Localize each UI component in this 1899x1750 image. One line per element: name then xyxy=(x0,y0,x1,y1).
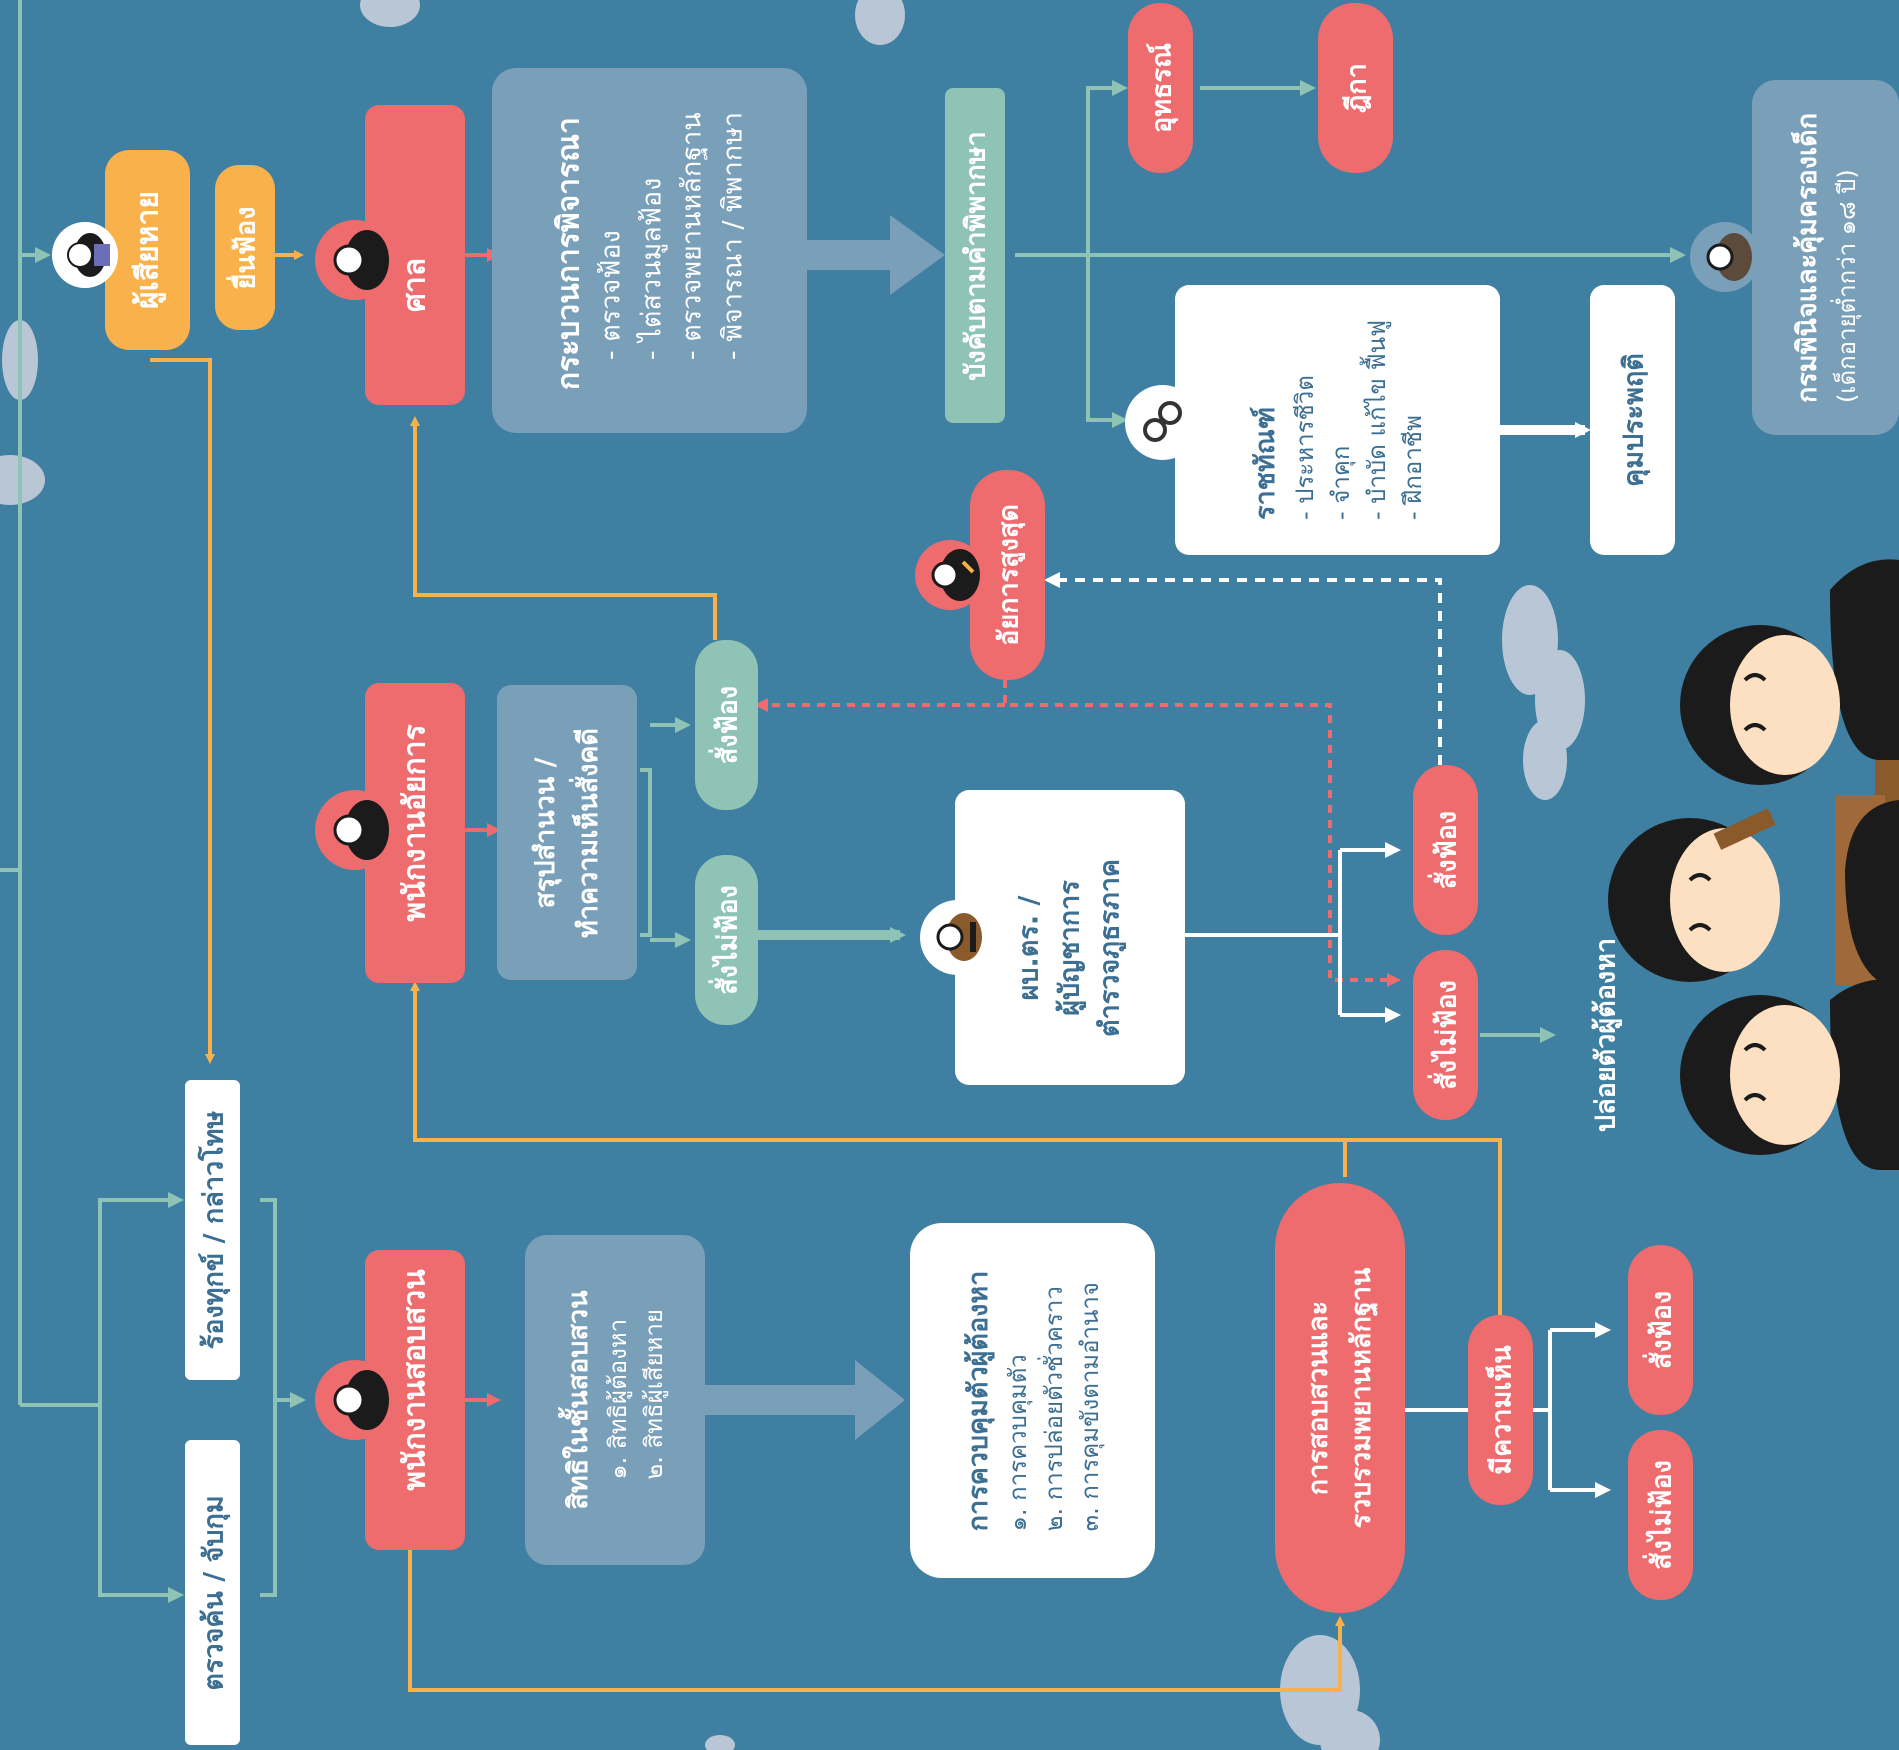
complaint-label: ร้องทุกข์ / กล่าวโทษ xyxy=(198,1110,229,1350)
corrections-node: ราชทัณฑ์ - ประหารชีวิต - จำคุก - บำบัด แ… xyxy=(1175,285,1500,555)
victim-label: ผู้เสียหาย xyxy=(130,191,165,309)
juvenile-subtitle: (เด็กอายุต่ำกว่า ๑๘ ปี) xyxy=(1831,168,1860,403)
prosecutor-summary-box: สรุปสำนวน / ทำความเห็นสั่งคดี xyxy=(497,685,637,980)
supreme-court-label: ฎีกา xyxy=(1341,63,1372,113)
custody-item: ๑. การควบคุมตัว xyxy=(1002,1353,1031,1531)
not-prosecute-label: สั่งไม่ฟ้อง xyxy=(1646,1460,1677,1570)
custody-item: ๒. การปล่อยตัวชั่วคราว xyxy=(1038,1285,1067,1531)
handcuffs-icon xyxy=(1125,385,1200,460)
file-suit-label: ยื่นฟ้อง xyxy=(230,206,262,289)
corrections-item: - บำบัด แก้ไข ฟื้นฟู xyxy=(1361,320,1390,520)
corrections-item: - ฝึกอาชีพ xyxy=(1397,415,1426,520)
judge-icon xyxy=(315,220,395,300)
prosecute-node-2: สั่งฟ้อง xyxy=(1413,765,1478,935)
police-icon xyxy=(920,900,995,975)
corrections-title: ราชทัณฑ์ xyxy=(1249,406,1281,520)
victim-node: ผู้เสียหาย xyxy=(105,150,190,350)
custody-box: การควบคุมตัวผู้ต้องหา ๑. การควบคุมตัว ๒.… xyxy=(910,1223,1155,1578)
custody-item: ๓. การคุมขังตามอำนาจ xyxy=(1074,1281,1103,1531)
judges-illustration xyxy=(1608,559,1899,1170)
victim-icon xyxy=(52,222,118,288)
juvenile-title: กรมพินิจและคุ้มครองเด็ก xyxy=(1791,112,1823,403)
release-suspect-label: ปล่อยตัวผู้ต้องหา xyxy=(1590,937,1622,1133)
rights-title: สิทธิในชั้นสอบสวน xyxy=(562,1290,594,1510)
not-prosecute-node-2: สั่งไม่ฟ้อง xyxy=(1413,950,1478,1120)
inquiry-rights-box: สิทธิในชั้นสอบสวน ๑. สิทธิผู้ต้องหา ๒. ส… xyxy=(525,1235,705,1565)
not-prosecute-label: สั่งไม่ฟ้อง xyxy=(712,885,743,995)
trial-item: - ตรวจพยานหลักฐาน xyxy=(676,111,707,360)
prosecute-node-3: สั่งฟ้อง xyxy=(1628,1245,1693,1415)
complaint-node: ร้องทุกข์ / กล่าวโทษ xyxy=(185,1080,240,1380)
not-prosecute-node-3: สั่งไม่ฟ้อง xyxy=(1628,1430,1693,1600)
juvenile-officer-icon xyxy=(1690,222,1760,292)
inquiry-officer-label: พนักงานสอบสวน xyxy=(397,1269,433,1491)
inquiry-officer-icon xyxy=(315,1360,395,1440)
trial-title: กระบวนการพิจารณา xyxy=(551,116,586,390)
police-chief-label: ผบ.ตร. / ผู้บัญชาการ ตำรวจภูธรภาค xyxy=(1013,858,1126,1037)
juvenile-node: กรมพินิจและคุ้มครองเด็ก (เด็กอายุต่ำกว่า… xyxy=(1752,80,1899,435)
court-label: ศาล xyxy=(397,257,433,313)
probation-label: คุมประพฤติ xyxy=(1618,353,1649,487)
trial-process-box: กระบวนการพิจารณา - ตรวจฟ้อง - ไต่สวนมูลฟ… xyxy=(492,68,807,433)
opinion-node: มีความเห็น xyxy=(1468,1315,1533,1505)
prosecute-label: สั่งฟ้อง xyxy=(1431,810,1462,890)
arrest-label: ตรวจค้น / จับกุม xyxy=(198,1494,229,1691)
investigation-node: การสอบสวนและ รวบรวมพยานหลักฐาน xyxy=(1275,1183,1405,1613)
corrections-item: - ประหารชีวิต xyxy=(1289,375,1318,520)
release-suspect-node: ปล่อยตัวผู้ต้องหา xyxy=(1580,920,1630,1150)
trial-item: - พิจารณา / พิพากษา xyxy=(716,111,748,360)
attorney-general-icon xyxy=(915,540,985,610)
supreme-court-node: ฎีกา xyxy=(1318,3,1393,173)
not-prosecute-node: สั่งไม่ฟ้อง xyxy=(695,855,758,1025)
prosecutor-summary-label: สรุปสำนวน / ทำความเห็นสั่งคดี xyxy=(529,727,604,938)
trial-item: - ตรวจฟ้อง xyxy=(595,229,626,360)
appeal-label: อุทธรณ์ xyxy=(1146,42,1177,134)
file-suit-node: ยื่นฟ้อง xyxy=(215,165,275,330)
attorney-general-label: อัยการสูงสุด xyxy=(993,504,1024,646)
public-prosecutor-label: พนักงานอัยการ xyxy=(397,724,433,922)
prosecutor-icon xyxy=(315,790,395,870)
enforce-judgment-label: บังคับตามคำพิพากษา xyxy=(960,130,992,381)
trial-item: - ไต่สวนมูลฟ้อง xyxy=(635,177,667,360)
opinion-label: มีความเห็น xyxy=(1486,1345,1517,1475)
arrest-node: ตรวจค้น / จับกุม xyxy=(185,1440,240,1745)
not-prosecute-label: สั่งไม่ฟ้อง xyxy=(1431,980,1462,1090)
enforce-judgment-node: บังคับตามคำพิพากษา xyxy=(945,88,1005,423)
prosecute-node: สั่งฟ้อง xyxy=(695,640,758,810)
probation-node: คุมประพฤติ xyxy=(1590,285,1675,555)
corrections-item: - จำคุก xyxy=(1325,445,1354,520)
prosecute-label: สั่งฟ้อง xyxy=(1646,1290,1677,1370)
prosecute-label: สั่งฟ้อง xyxy=(712,685,743,765)
custody-title: การควบคุมตัวผู้ต้องหา xyxy=(962,1270,994,1531)
appeal-node: อุทธรณ์ xyxy=(1128,3,1193,173)
investigation-label: การสอบสวนและ รวบรวมพยานหลักฐาน xyxy=(1302,1267,1377,1529)
rights-item: ๒. สิทธิผู้เสียหาย xyxy=(639,1309,668,1480)
rights-item: ๑. สิทธิผู้ต้องหา xyxy=(603,1318,632,1480)
